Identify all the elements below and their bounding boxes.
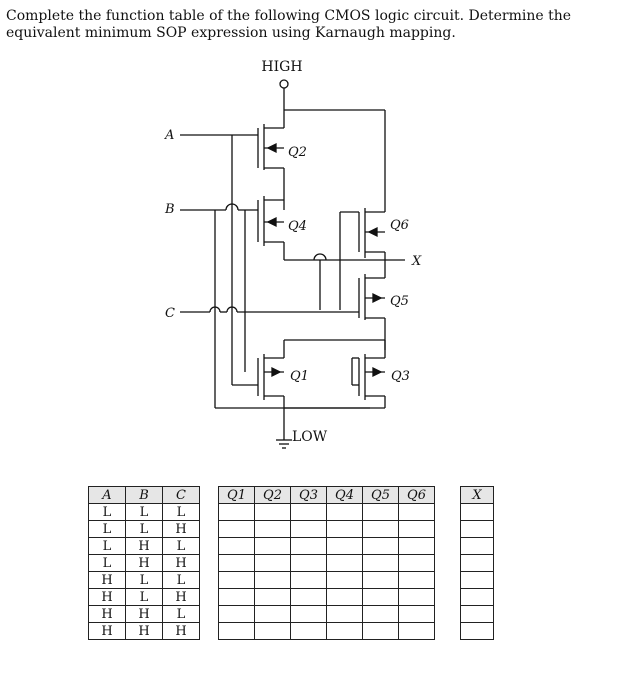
table-row bbox=[460, 588, 494, 606]
table-row bbox=[218, 588, 435, 606]
table-row bbox=[218, 537, 435, 555]
q2-label: Q2 bbox=[288, 145, 307, 160]
table-row bbox=[460, 520, 494, 538]
output-table: X bbox=[460, 486, 494, 640]
q4-label: Q4 bbox=[288, 219, 307, 234]
transistor-q2 bbox=[257, 110, 285, 210]
header-a: A bbox=[88, 486, 126, 504]
header-b: B bbox=[125, 486, 163, 504]
table-row bbox=[218, 571, 435, 589]
table-row bbox=[460, 503, 494, 521]
header-q3: Q3 bbox=[290, 486, 327, 504]
header-q1: Q1 bbox=[218, 486, 255, 504]
header-q5: Q5 bbox=[362, 486, 399, 504]
table-row bbox=[460, 554, 494, 572]
transistor-state-table: Q1 Q2 Q3 Q4 Q5 Q6 bbox=[218, 486, 435, 640]
supply-terminal bbox=[279, 79, 289, 89]
cmos-circuit-diagram: HIGH Q2 A Q4 B X bbox=[164, 59, 422, 449]
header-q6: Q6 bbox=[398, 486, 435, 504]
q5-label: Q5 bbox=[390, 294, 409, 309]
table-row bbox=[460, 571, 494, 589]
header-q2: Q2 bbox=[254, 486, 291, 504]
table-row bbox=[218, 554, 435, 572]
output-label-x: X bbox=[411, 254, 422, 269]
question-text: Complete the function table of the follo… bbox=[6, 8, 572, 41]
table-row bbox=[218, 520, 435, 538]
q3-label: Q3 bbox=[391, 369, 410, 384]
transistor-q5 bbox=[358, 260, 386, 350]
transistor-q1 bbox=[257, 354, 285, 425]
transistor-q3 bbox=[358, 340, 386, 408]
header-q4: Q4 bbox=[326, 486, 363, 504]
header-x: X bbox=[460, 486, 494, 504]
table-row bbox=[460, 605, 494, 623]
transistor-q4 bbox=[257, 196, 285, 260]
q1-label: Q1 bbox=[290, 369, 309, 384]
header-c: C bbox=[162, 486, 200, 504]
input-label-b: B bbox=[164, 202, 175, 217]
table-row bbox=[218, 622, 435, 640]
input-label-c: C bbox=[165, 306, 175, 321]
transistor-q6 bbox=[358, 208, 386, 260]
ground-label: LOW bbox=[292, 429, 328, 445]
table-row bbox=[460, 622, 494, 640]
q6-label: Q6 bbox=[390, 218, 409, 233]
table-row bbox=[218, 605, 435, 623]
input-label-a: A bbox=[164, 128, 174, 143]
table-row bbox=[218, 503, 435, 521]
table-row bbox=[460, 537, 494, 555]
supply-label: HIGH bbox=[261, 59, 302, 75]
